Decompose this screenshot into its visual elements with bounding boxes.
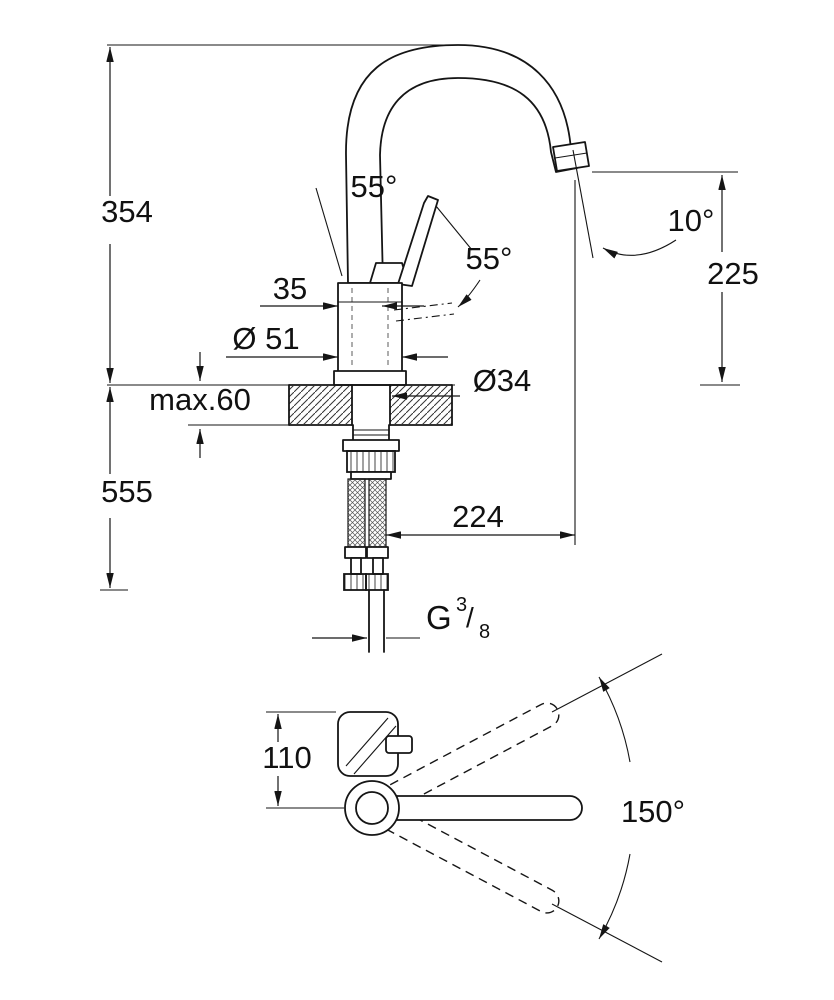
swivel-lower-extension-line <box>551 903 663 963</box>
swivel-arc-lower <box>598 853 631 940</box>
aerator-band-line <box>554 152 588 159</box>
counter-hatch-left <box>289 386 352 424</box>
dimension-35: 35 <box>260 271 424 310</box>
swivel-arm <box>344 702 583 914</box>
below-deck-depth-label: 555 <box>101 474 153 509</box>
outlet-height-label: 225 <box>707 256 759 291</box>
hole-diameter-label: Ø34 <box>473 363 532 398</box>
elevation-view: 354 555 225 10° 55° 55° 35 <box>100 44 759 653</box>
faucet-body <box>337 282 403 374</box>
lever-down-position-line <box>395 313 455 322</box>
dimension-225: 225 <box>707 175 759 382</box>
base-depth-label: 110 <box>262 740 311 775</box>
counter-cross-section <box>188 384 453 426</box>
dimension-354: 354 <box>101 47 153 383</box>
mounting-washer <box>342 439 400 452</box>
angle-10: 10° <box>602 203 715 259</box>
lever-handle <box>397 195 439 287</box>
mounting-nut-knurled <box>346 450 396 473</box>
lever-angle-construction-line <box>315 187 343 277</box>
lever-down-position-line <box>393 302 453 311</box>
thread-numerator-label: 3 <box>456 594 467 616</box>
lever-swing-construction-line <box>435 205 473 251</box>
swivel-upper-extension-line <box>551 653 663 713</box>
supply-hoses <box>343 478 389 653</box>
spout-outline <box>345 44 578 284</box>
body-top-detail-line <box>353 725 397 775</box>
spout-tilt-angle-label: 10° <box>668 203 715 238</box>
dimension-110: 110 <box>262 712 344 808</box>
thread-denominator-label: 8 <box>479 621 490 643</box>
dimension-max60: max.60 <box>149 352 251 458</box>
aerator-tip <box>552 141 590 172</box>
hose-tube-left <box>350 557 362 575</box>
dimension-d51: Ø 51 <box>226 321 448 361</box>
mounting-hardware <box>342 424 400 480</box>
lever-top-view <box>385 735 413 754</box>
hose-nut-right <box>365 573 389 591</box>
angle-150: 150° <box>551 653 685 963</box>
thread-g-label: G <box>426 599 452 636</box>
base-ring <box>333 370 407 386</box>
thread-slash-label: / <box>466 602 474 633</box>
hose-tube-right <box>372 557 384 575</box>
reach-label: 224 <box>452 499 504 534</box>
dimension-d34: Ø34 <box>392 363 532 400</box>
lever-swing-leader <box>457 279 481 308</box>
dimension-555: 555 <box>101 387 153 588</box>
height-above-deck-label: 354 <box>101 194 153 229</box>
pivot-inner-circle <box>355 791 389 825</box>
body-top-view <box>337 711 413 777</box>
angle-55-open: 55° <box>315 169 398 277</box>
spout-arm-top-view <box>371 795 583 821</box>
lever-open-angle-label: 55° <box>351 169 398 204</box>
hose-ferrule-right <box>366 546 389 559</box>
swivel-arc-upper <box>598 676 631 763</box>
body-diameter-label: Ø 51 <box>232 321 299 356</box>
braided-hose-right <box>368 478 387 548</box>
braided-hose-left <box>347 478 366 548</box>
thread-callout: G 3 / 8 <box>312 594 490 643</box>
faucet-elevation <box>333 44 594 386</box>
lever-swing-angle-label: 55° <box>466 241 513 276</box>
spout-tilt-leader <box>602 239 677 259</box>
hose-nut-left <box>343 573 367 591</box>
counter-hatch-right <box>390 386 452 424</box>
collar-width-label: 35 <box>273 271 307 306</box>
swivel-range-label: 150° <box>621 794 685 829</box>
spout-tilt-axis-line <box>572 149 594 259</box>
hose-ferrule-left <box>344 546 367 559</box>
mounting-gasket <box>350 471 392 480</box>
deck-thickness-label: max.60 <box>149 382 251 417</box>
plan-view: 150° 110 <box>262 653 685 963</box>
dimension-224: 224 <box>386 180 576 545</box>
angle-55-swing: 55° <box>393 205 513 322</box>
body-top-detail-line <box>345 717 389 767</box>
